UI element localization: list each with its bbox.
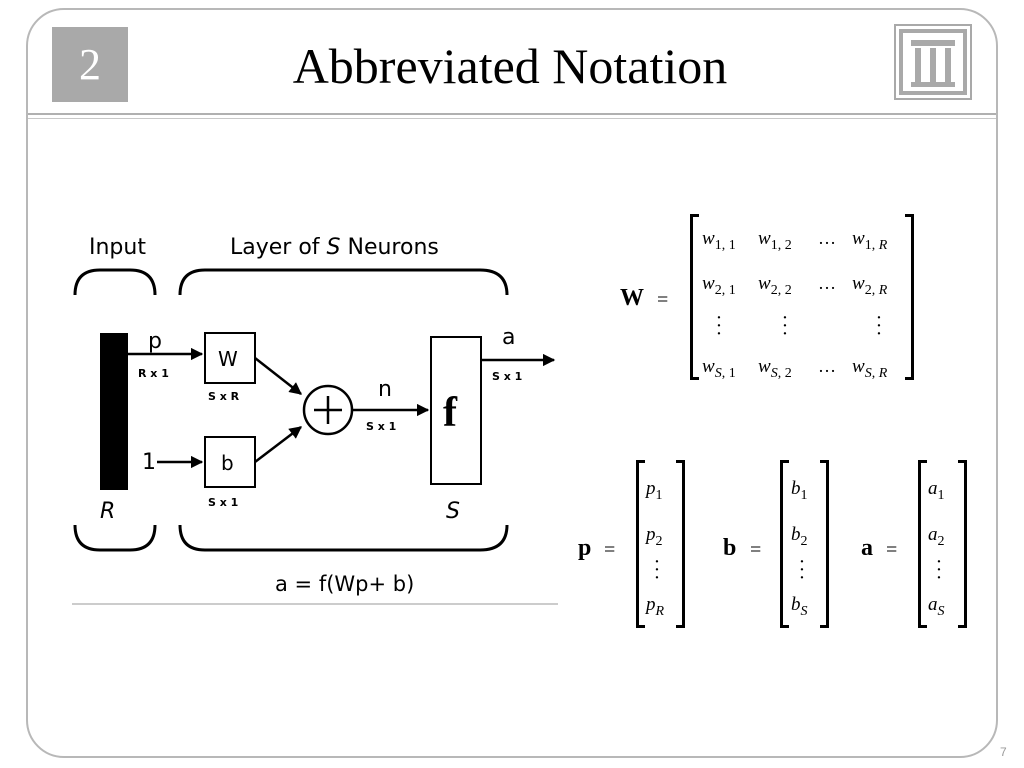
w-hdots: … <box>818 273 836 293</box>
p-label: p <box>148 329 162 354</box>
w-entry: w2, R <box>852 273 888 298</box>
input-bar <box>100 333 128 490</box>
w-entry: w1, 2 <box>758 228 792 253</box>
n-dim: S x 1 <box>366 420 396 433</box>
w-matrix-name: W <box>620 285 644 311</box>
w-entry: w1, R <box>852 228 888 253</box>
n-label: n <box>378 377 392 402</box>
p-entry: p1 <box>646 478 663 503</box>
w-matrix-left-bracket <box>690 214 699 380</box>
slide-frame <box>26 8 998 758</box>
w-dim: S x R <box>208 390 240 403</box>
a-entry: a2 <box>928 524 945 549</box>
p-entry: p2 <box>646 524 663 549</box>
p-vector-equals: = <box>604 539 616 561</box>
input-brace-top <box>73 268 157 296</box>
b-entry: bS <box>791 594 808 619</box>
b-box-label: b <box>221 451 234 475</box>
layer-brace-top <box>178 268 509 296</box>
a-vector-name: a <box>861 535 873 561</box>
b-vector-name: b <box>723 535 737 561</box>
p-vector-name: p <box>578 535 592 561</box>
a-vdots: ··· <box>935 551 943 589</box>
p-vdots: ··· <box>653 551 661 589</box>
page-number: 7 <box>1000 745 1007 759</box>
a-entry: aS <box>928 594 945 619</box>
a-dim: S x 1 <box>492 370 522 383</box>
b-vector-equals: = <box>750 539 762 561</box>
a-label: a <box>502 325 515 350</box>
layer-label: Layer of S Neurons <box>230 235 439 260</box>
column-logo-icon <box>894 24 972 100</box>
layer-equation: a = f(Wp+ b) <box>275 572 414 596</box>
input-brace-bottom <box>73 524 157 552</box>
w-matrix-right-bracket <box>905 214 914 380</box>
p-dim: R x 1 <box>138 367 169 380</box>
title-divider <box>28 113 996 115</box>
b-vdots: ··· <box>798 551 806 589</box>
w-vdots: ··· <box>781 307 789 345</box>
w-hdots: … <box>818 228 836 248</box>
a-vector-left-bracket <box>918 460 927 628</box>
b-entry: b1 <box>791 478 808 503</box>
w-vdots: ··· <box>875 307 883 345</box>
p-entry: pR <box>646 594 665 619</box>
b-vector-left-bracket <box>780 460 789 628</box>
p-vector-left-bracket <box>636 460 645 628</box>
w-entry: w2, 1 <box>702 273 736 298</box>
w-matrix-equals: = <box>657 289 669 311</box>
b-vector-right-bracket <box>820 460 829 628</box>
slide-title: Abbreviated Notation <box>292 38 728 94</box>
neural-layer-diagram: Input Layer of S Neurons p R x 1 W S x R… <box>72 235 558 605</box>
bias-input-label: 1 <box>142 450 156 475</box>
w-entry: w2, 2 <box>758 273 792 298</box>
p-vector-right-bracket <box>676 460 685 628</box>
a-entry: a1 <box>928 478 945 503</box>
transfer-function-box <box>430 336 482 485</box>
w-entry: wS, 2 <box>758 356 792 381</box>
a-vector-right-bracket <box>958 460 967 628</box>
b-entry: b2 <box>791 524 808 549</box>
w-vdots: ··· <box>715 307 723 345</box>
w-entry: wS, 1 <box>702 356 736 381</box>
w-hdots: … <box>818 356 836 376</box>
slide-number-badge: 2 <box>52 27 128 102</box>
a-vector-equals: = <box>886 539 898 561</box>
input-label: Input <box>89 235 146 260</box>
w-entry: w1, 1 <box>702 228 736 253</box>
b-dim: S x 1 <box>208 496 238 509</box>
w-entry: wS, R <box>852 356 888 381</box>
r-label: R <box>100 499 115 524</box>
title-divider-thin <box>28 118 996 119</box>
layer-brace-bottom <box>178 524 509 552</box>
w-box-label: W <box>218 347 238 371</box>
f-label: f <box>443 390 458 436</box>
s-label: S <box>446 499 460 524</box>
